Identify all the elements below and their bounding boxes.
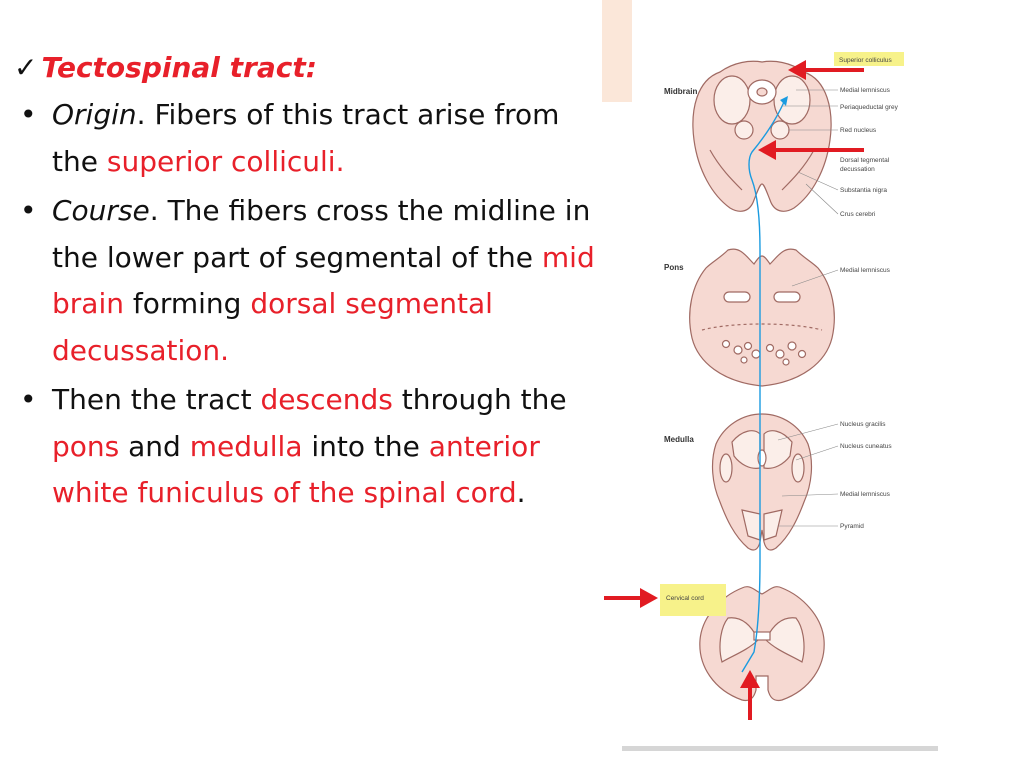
label-decussation: decussation [840, 166, 875, 173]
label-dorsal-tegmental: Dorsal tegmental [840, 157, 890, 164]
bullet-text: and [119, 429, 190, 463]
label-medulla-medial-lemniscus: Medial lemniscus [840, 491, 891, 498]
bullet-item: • Course. The fibers cross the midline in… [14, 188, 604, 374]
highlight-text: medulla [189, 429, 303, 463]
figure-bottom-shadow [622, 746, 938, 751]
checkmark-icon: ✓ [14, 51, 38, 84]
label-pons-medial-lemniscus: Medial lemniscus [840, 267, 891, 274]
bullet-text: into the [302, 429, 429, 463]
cervical-cord-section [699, 586, 825, 702]
bullet-item: • Origin. Fibers of this tract arise from… [14, 92, 604, 185]
highlight-text: superior colliculi. [106, 144, 345, 178]
cervical-cord-highlight [660, 584, 726, 616]
arrow-decussation-head [758, 140, 776, 160]
text-panel: ✓Tectospinal tract: • Origin. Fibers of t… [14, 44, 604, 520]
label-superior-colliculus: Superior colliculus [839, 57, 892, 64]
red-arrows [604, 60, 864, 720]
bullet-dot: • [20, 383, 37, 416]
bullet-text: Origin [52, 98, 137, 131]
bullet-text: . [516, 476, 526, 509]
label-cervical-cord: Cervical cord [666, 595, 704, 602]
highlight-text: mid brain [52, 240, 595, 321]
pons-section [689, 248, 835, 387]
bullet-text: Course [52, 194, 150, 227]
highlight-text: dorsal segmental decussation. [52, 287, 493, 367]
highlight-text: descends [260, 383, 393, 416]
label-crus-cerebri: Crus cerebri [840, 211, 875, 218]
section-midbrain: Midbrain [664, 87, 697, 96]
bullet-text: . Fibers of this tract arise from the [52, 98, 560, 178]
bullet-text: Then the tract [52, 383, 261, 416]
bullet-text: through the [392, 383, 567, 416]
highlight-text: pons [52, 429, 120, 463]
label-red-nucleus: Red nucleus [840, 127, 877, 134]
section-medulla: Medulla [664, 435, 694, 444]
slide-heading: ✓Tectospinal tract: [14, 44, 604, 92]
label-substantia-nigra: Substantia nigra [840, 187, 887, 194]
superior-colliculus-highlight [834, 52, 904, 66]
tectospinal-diagram: Midbrain Pons Medulla [602, 0, 1024, 768]
arrow-cervical-cord-head [640, 588, 658, 608]
tectospinal-tract-line [741, 101, 785, 673]
midbrain-section [692, 60, 832, 212]
medulla-section [711, 413, 813, 551]
label-nucleus-cuneatus: Nucleus cuneatus [840, 443, 892, 450]
figure-left-strip [602, 0, 632, 102]
label-medial-lemniscus: Medial lemniscus [840, 87, 891, 94]
label-nucleus-gracilis: Nucleus gracilis [840, 421, 886, 428]
bullet-text: . The fibers cross the midline in the lo… [52, 194, 591, 274]
tract-origin-marker [780, 96, 788, 106]
bullet-dot: • [20, 98, 37, 131]
heading-title: Tectospinal tract: [41, 51, 317, 84]
arrow-spinal-tract-head [740, 670, 760, 688]
highlight-text: anterior white funiculus of the spinal c… [52, 429, 540, 510]
bullet-list: • Origin. Fibers of this tract arise from… [14, 92, 604, 517]
label-periaqueductal-grey: Periaqueductal grey [840, 104, 899, 111]
label-pyramid: Pyramid [840, 523, 864, 530]
bullet-dot: • [20, 194, 37, 227]
bullet-item: • Then the tract descends through the pon… [14, 377, 604, 517]
section-pons: Pons [664, 263, 684, 272]
arrow-superior-colliculus-head [788, 60, 806, 80]
bullet-text: forming [123, 287, 251, 320]
